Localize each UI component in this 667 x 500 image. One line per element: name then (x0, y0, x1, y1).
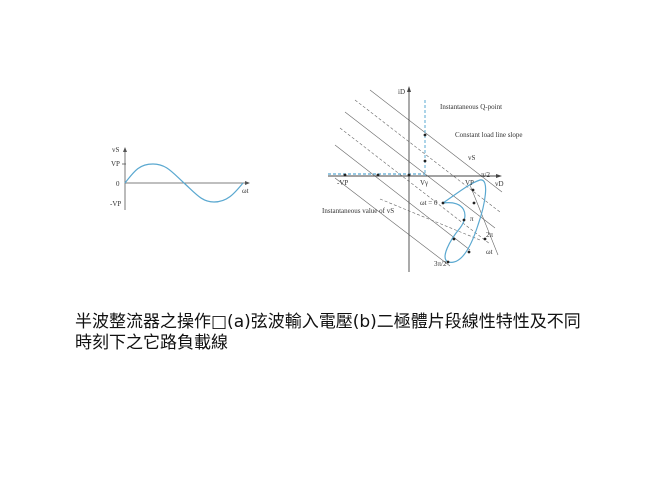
tick-vp: VP (111, 160, 120, 168)
sine-curve (124, 163, 244, 203)
figure-caption: 半波整流器之操作□(a)弦波輸入電壓(b)二極體片段線性特性及不同時刻下之它路負… (75, 312, 581, 353)
id-label: iD (398, 88, 405, 96)
phase-3pi-2: 3π/2 (434, 260, 447, 268)
y-axis-label: vS (112, 146, 120, 154)
phase-pi: π (470, 215, 474, 223)
vs-value-label: Instantaneous value of vS (322, 207, 394, 215)
tick-vgamma: Vγ (420, 179, 428, 187)
wt0-label: ωt = 0 (420, 199, 438, 207)
vs-loop-curve (442, 179, 487, 263)
x-axis-label: ωt (242, 187, 249, 195)
load-line-label: Constant load line slope (455, 131, 522, 139)
vd-label: vD (495, 180, 504, 188)
tick-zero: 0 (116, 180, 120, 188)
tick-neg-vp: -VP (110, 200, 121, 208)
sine-input-plot: vS VP 0 -VP ωt (110, 146, 250, 210)
phase-2pi: 2π (486, 231, 494, 239)
vs-axis-label: vS (468, 154, 476, 162)
q-point-label: Instantaneous Q-point (440, 103, 502, 111)
diode-characteristic-plot: iD vD Instantaneous Q-point Constant loa… (322, 86, 522, 272)
phase-pi-2: π/2 (481, 171, 490, 179)
tick-vp: VP (465, 179, 474, 187)
load-lines (334, 89, 503, 267)
wt-axis-label: ωt (486, 248, 493, 256)
tick-neg-vp: -VP (337, 179, 348, 187)
